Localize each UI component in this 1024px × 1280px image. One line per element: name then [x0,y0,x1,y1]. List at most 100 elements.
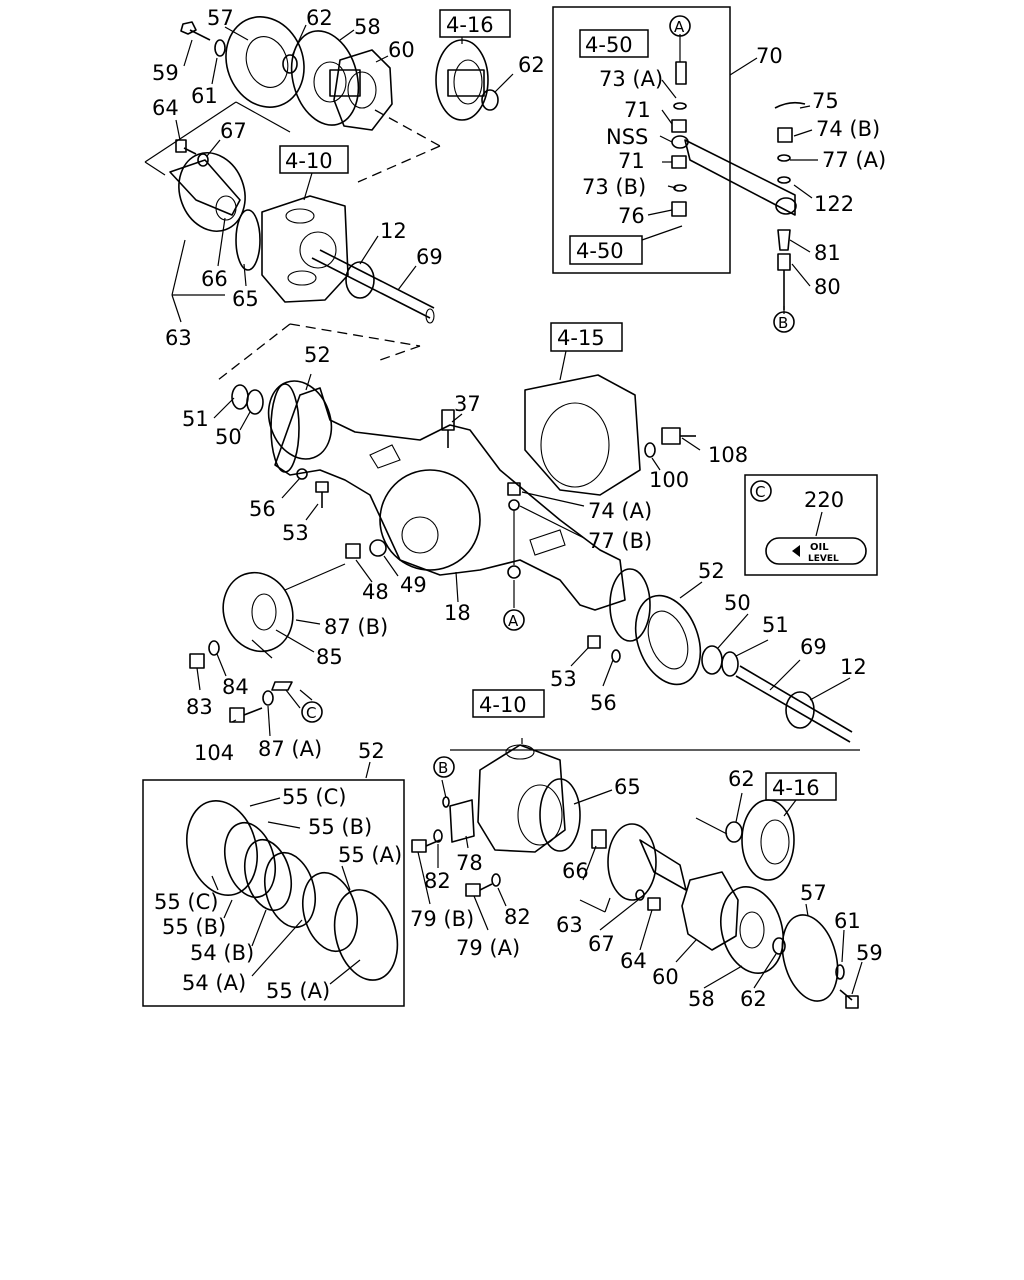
callout-B-knuckle: B [438,759,448,777]
oring-62-bottom-2 [772,937,786,955]
axle-shaft-12-right [735,665,853,743]
label-67-bottom: 67 [588,932,615,956]
label-55A: 55 (A) [338,843,402,867]
washer-67-top [197,153,209,167]
label-54A: 54 (A) [182,971,246,995]
label-82-a: 82 [424,869,451,893]
label-77B: 77 (B) [588,529,652,553]
label-74B: 74 (B) [816,117,880,141]
wheel-hub-4-16-top [435,39,489,121]
spindle-63-top [169,152,246,232]
oil-seal-51-50-left [231,384,264,415]
label-64-bottom: 64 [620,949,647,973]
label-67-top: 67 [220,119,247,143]
label-61-top: 61 [191,84,218,108]
wheel-hub-4-16-bottom [741,799,795,881]
leader-lines [171,24,863,995]
label-62-top: 62 [306,6,333,30]
label-50-right: 50 [724,591,751,615]
bearing-66-bottom [591,829,607,849]
label-77A: 77 (A) [822,148,886,172]
label-69-top: 69 [416,245,443,269]
label-60-bottom: 60 [652,965,679,989]
label-12-top: 12 [380,219,407,243]
label-49: 49 [400,573,427,597]
callout-circles [301,15,795,778]
oring-62-top-right [481,89,499,111]
label-55B-2: 55 (B) [162,915,226,939]
label-61-bottom: 61 [834,909,861,933]
flange-52-left [267,380,333,460]
label-78: 78 [456,851,483,875]
label-56-left: 56 [249,497,276,521]
label-73A: 73 (A) [599,67,663,91]
oil-level-word2: LEVEL [808,554,839,564]
label-122: 122 [814,192,854,216]
drain-plug-83-84 [189,640,220,669]
oring-62-bottom [725,821,743,843]
ref-4-10-bottom: 4-10 [479,693,527,717]
callout-C-left: C [306,704,316,722]
hub-cover-57-top [225,16,305,108]
spindle-63-bottom [607,823,687,901]
label-55A-2: 55 (A) [266,979,330,1003]
label-62-bottom-2: 62 [740,987,767,1011]
label-70: 70 [756,44,783,68]
label-48: 48 [362,580,389,604]
oring-62-top [282,54,298,74]
label-57-bottom: 57 [800,881,827,905]
label-53-left: 53 [282,521,309,545]
nut-74A-washer-77B [507,482,521,579]
gasket-65-bottom [539,778,581,852]
bolt-104-washer-87A [229,681,293,723]
label-54B: 54 (B) [190,941,254,965]
label-52-box: 52 [358,739,385,763]
label-NSS: NSS [606,125,648,149]
label-57-top: 57 [207,6,234,30]
label-58-top: 58 [354,15,381,39]
axle-shaft-12-top [311,249,435,324]
label-51-left: 51 [182,407,209,431]
callout-A-housing: A [508,612,519,630]
tie-rod-hardware-right [774,101,806,310]
part-labels: 57 62 58 60 59 61 62 64 67 66 65 63 12 6… [152,6,886,1011]
label-85: 85 [316,645,343,669]
bolts-79-washers-82 [411,796,501,897]
label-75: 75 [812,89,839,113]
label-55C: 55 (C) [282,785,346,809]
bolt-64-top [175,139,197,155]
hub-58-top [290,30,361,126]
oil-level-plate [765,537,867,565]
ref-4-15: 4-15 [557,326,605,350]
label-108: 108 [708,443,748,467]
label-56-right: 56 [590,691,617,715]
label-84: 84 [222,675,249,699]
label-51-right: 51 [762,613,789,637]
plug-108 [661,427,696,445]
label-73B: 73 (B) [582,175,646,199]
washer-61-top [214,39,226,57]
washer-100 [644,442,656,458]
ref-4-10-top: 4-10 [285,149,333,173]
label-18: 18 [444,601,471,625]
callout-B-right: B [778,314,788,332]
oil-level-word1: OIL [810,542,829,553]
label-12-right: 12 [840,655,867,679]
ref-4-16-top: 4-16 [446,13,494,37]
bracket-78 [449,799,475,843]
label-55C-2: 55 (C) [154,890,218,914]
label-66-bottom: 66 [562,859,589,883]
ref-4-50-bottom: 4-50 [576,239,624,263]
flange-52-right [634,594,702,686]
knuckle-4-10-top [235,195,349,303]
seal-50-51-right [701,645,739,677]
label-62-top-right: 62 [518,53,545,77]
hub-cover-57-bottom [781,914,839,1002]
label-83: 83 [186,695,213,719]
hub-58-bottom [720,885,784,975]
label-100: 100 [649,468,689,492]
label-64-top: 64 [152,96,179,120]
seal-kit-box [142,779,405,1007]
callout-A-top: A [674,18,685,36]
